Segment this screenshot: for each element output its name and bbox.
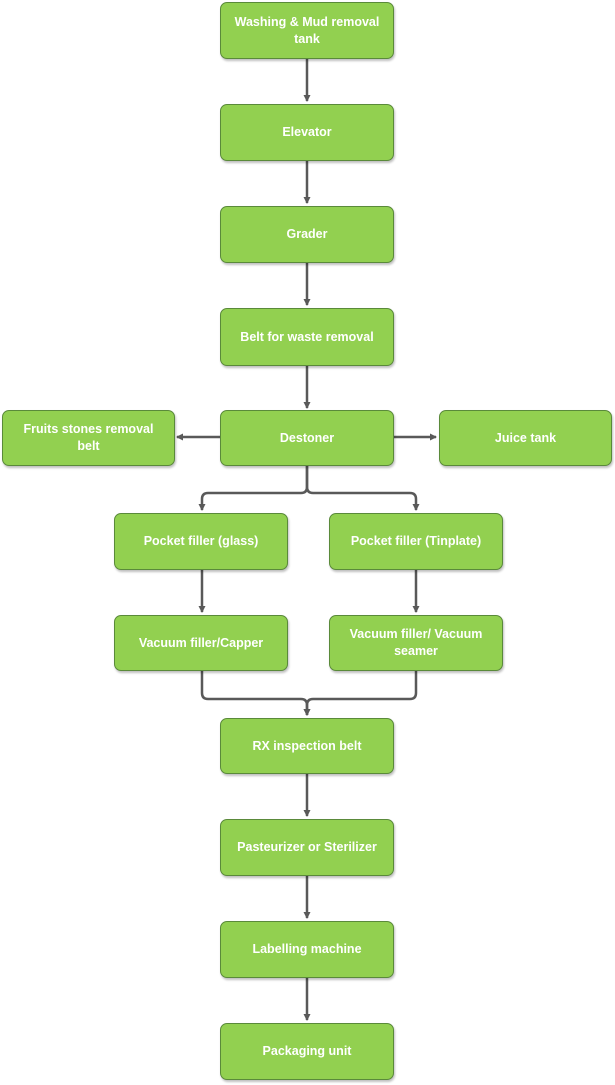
node-vacuum-filler-capper: Vacuum filler/Capper: [114, 615, 288, 671]
node-pocket-filler-tinplate: Pocket filler (Tinplate): [329, 513, 503, 570]
arrow-destoner-to-pocket-glass: [198, 466, 309, 511]
node-fruits-stones-removal-belt: Fruits stones removal belt: [2, 410, 175, 466]
node-label: Packaging unit: [262, 1044, 352, 1058]
node-juice-tank: Juice tank: [439, 410, 612, 466]
node-labelling-machine: Labelling machine: [220, 921, 394, 978]
node-label: Juice tank: [494, 430, 557, 445]
node-label: Vacuum filler/ Vacuum seamer: [349, 627, 483, 658]
node-label: Vacuum filler/Capper: [138, 635, 264, 650]
arrow-vacuum-capper-to-rx-belt: [200, 671, 311, 716]
node-destoner: Destoner: [220, 410, 394, 466]
node-label: Pocket filler (Tinplate): [350, 534, 482, 548]
arrow-vacuum-seamer-to-rx-belt: [303, 671, 418, 716]
node-belt-for-waste-removal: Belt for waste removal: [220, 308, 394, 366]
node-elevator: Elevator: [220, 104, 394, 161]
node-label: RX inspection belt: [252, 738, 362, 753]
node-label: Pocket filler (glass): [143, 534, 259, 548]
node-label: Elevator: [282, 125, 332, 139]
node-pocket-filler-glass: Pocket filler (glass): [114, 513, 288, 570]
node-vacuum-filler-vacuum-seamer: Vacuum filler/ Vacuum seamer: [329, 615, 503, 671]
node-label: Grader: [286, 227, 328, 241]
node-rx-inspection-belt: RX inspection belt: [220, 718, 394, 774]
node-grader: Grader: [220, 206, 394, 263]
node-label: Washing & Mud removal tank: [234, 14, 380, 46]
node-label: Destoner: [279, 430, 335, 445]
node-washing-mud-removal-tank: Washing & Mud removal tank: [220, 2, 394, 59]
node-packaging-unit: Packaging unit: [220, 1023, 394, 1080]
node-label: Belt for waste removal: [240, 329, 374, 344]
node-label: Labelling machine: [252, 942, 362, 956]
node-label: Pasteurizer or Sterilizer: [237, 840, 377, 854]
node-pasteurizer-or-sterilizer: Pasteurizer or Sterilizer: [220, 819, 394, 876]
arrow-destoner-to-pocket-tin: [305, 466, 420, 511]
node-label: Fruits stones removal belt: [23, 422, 154, 453]
